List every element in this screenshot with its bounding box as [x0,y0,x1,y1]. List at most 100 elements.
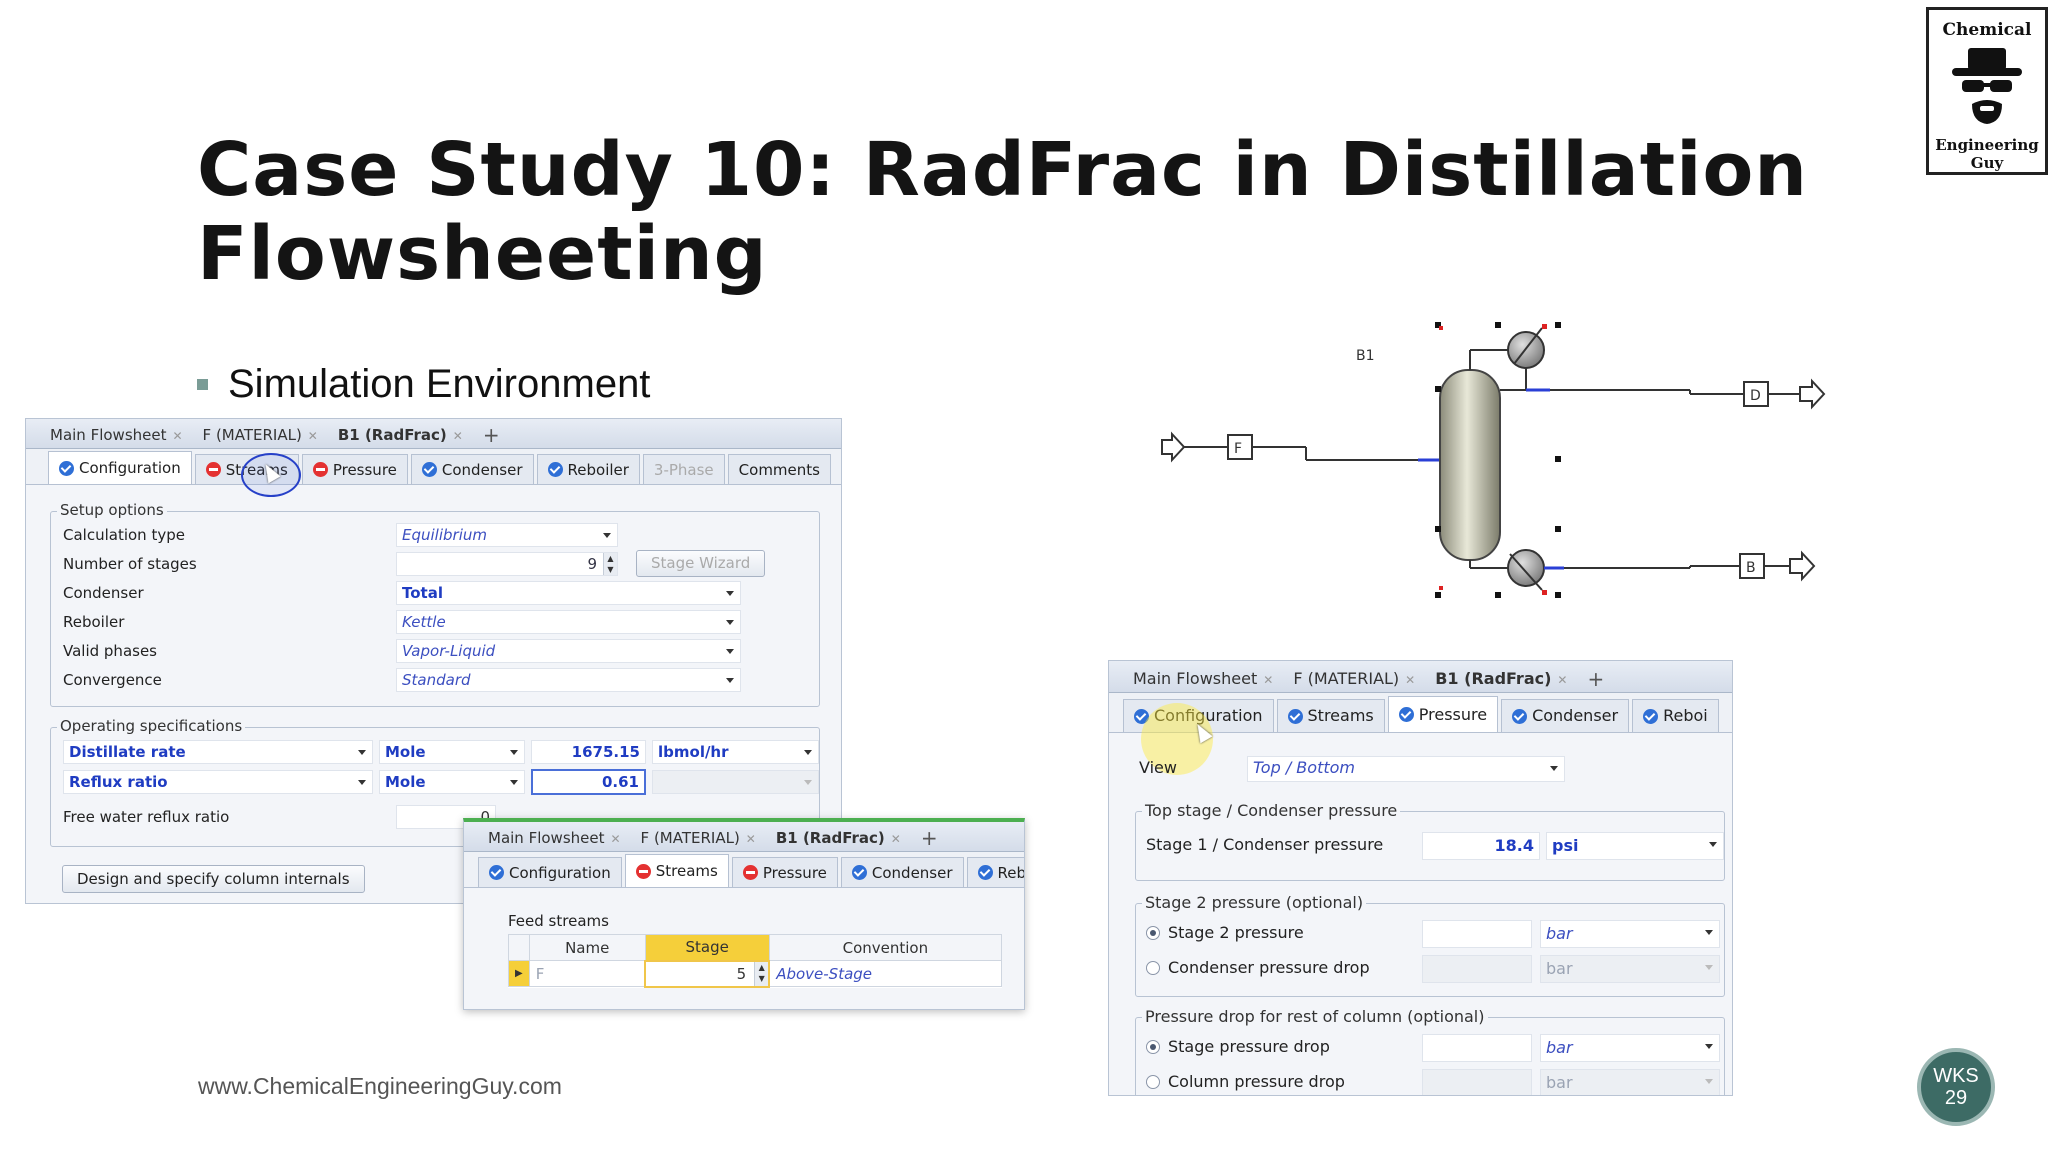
stage-value: 5 [736,964,747,983]
convergence-select[interactable]: Standard [396,668,741,692]
add-tab-button[interactable]: + [920,826,938,850]
chevron-down-icon [1550,766,1558,771]
tab-pressure[interactable]: Pressure [301,454,408,484]
cell-convention[interactable]: Above-Stage [768,960,1003,987]
view-select[interactable]: Top / Bottom [1247,756,1565,782]
tab-label: Reboil [997,863,1025,882]
stage2-pressure-radio[interactable] [1146,926,1160,940]
doc-tab-main-flowsheet[interactable]: Main Flowsheet✕ [40,422,193,448]
doc-tab-main-flowsheet[interactable]: Main Flowsheet✕ [478,825,631,851]
tab-reboiler[interactable]: Reboil [966,857,1025,887]
spec2-units-select[interactable] [652,770,819,794]
stage1-units-select[interactable]: psi [1546,832,1724,860]
stage2-units-select[interactable]: bar [1540,920,1720,948]
radfrac-pressure-window: Main Flowsheet✕ F (MATERIAL) ✕ B1 (RadFra… [1108,660,1733,1096]
doc-tab-main-flowsheet[interactable]: Main Flowsheet✕ [1123,666,1283,692]
close-icon[interactable]: ✕ [307,429,318,443]
doc-tab-f-material[interactable]: F (MATERIAL)✕ [631,825,766,851]
tab-reboiler[interactable]: Reboiler [536,454,640,484]
spec2-name-select[interactable]: Reflux ratio [63,770,373,794]
condenser-drop-units-select[interactable]: bar [1540,955,1720,983]
spec1-name-select[interactable]: Distillate rate [63,740,373,764]
check-icon [1512,708,1528,724]
close-icon[interactable]: ✕ [1405,673,1416,687]
add-tab-button[interactable]: + [1587,667,1605,691]
tab-3-phase[interactable]: 3-Phase [642,454,725,484]
tab-configuration[interactable]: Configuration [1123,699,1274,732]
spin-arrows-icon[interactable]: ▲▼ [754,961,769,986]
spec1-value-input[interactable]: 1675.15 [531,740,646,764]
column-header-name[interactable]: Name [528,934,646,961]
doc-tab-f-material[interactable]: F (MATERIAL) ✕ [1283,666,1425,692]
error-icon [205,462,221,477]
doc-tab-f-material[interactable]: F (MATERIAL)✕ [193,422,328,448]
spec1-units-select[interactable]: lbmol/hr [652,740,819,764]
row-selector-icon[interactable]: ▶ [508,960,530,987]
form-tabs: Configuration Streams Pressure Condenser… [464,852,1024,888]
column-drop-input[interactable] [1422,1069,1532,1095]
doc-tab-b1-radfrac[interactable]: B1 (RadFrac)✕ [328,422,473,448]
calc-type-select[interactable]: Equilibrium [396,523,618,547]
stage-drop-units-select[interactable]: bar [1540,1034,1720,1062]
column-header-convention[interactable]: Convention [768,934,1003,961]
close-icon[interactable]: ✕ [1263,673,1274,687]
stages-stepper[interactable]: 9▲▼ [396,552,618,576]
tab-pressure[interactable]: Pressure [1387,696,1499,732]
condenser-select[interactable]: Total [396,581,741,605]
close-icon[interactable]: ✕ [610,832,621,846]
column-drop-units-select[interactable]: bar [1540,1069,1720,1095]
table-row[interactable]: ▶ F 5 ▲▼ Above-Stage [508,959,1003,988]
reboiler-icon [1507,549,1545,587]
spec1-basis-select[interactable]: Mole [379,740,525,764]
tab-label: Comments [738,460,820,479]
feed-stream-label: F [1234,441,1242,457]
column-header-stage[interactable]: Stage [644,934,770,961]
chevron-down-icon [603,533,611,538]
spec2-basis-select[interactable]: Mole [379,770,525,794]
tab-pressure[interactable]: Pressure [731,857,838,887]
close-icon[interactable]: ✕ [452,429,463,443]
close-icon[interactable]: ✕ [1557,673,1568,687]
design-internals-button[interactable]: Design and specify column internals [62,865,365,893]
condenser-drop-input[interactable] [1422,955,1532,983]
stage-wizard-button[interactable]: Stage Wizard [636,550,766,577]
close-icon[interactable]: ✕ [890,832,901,846]
distillation-column [1439,369,1501,561]
tab-condenser[interactable]: Condenser [840,857,964,887]
stage-drop-input[interactable] [1422,1034,1532,1062]
tab-condenser[interactable]: Condenser [1501,699,1630,732]
condenser-drop-radio[interactable] [1146,961,1160,975]
tab-reboiler[interactable]: Reboi [1632,699,1719,732]
tab-configuration[interactable]: Configuration [48,451,192,484]
group-title: Stage 2 pressure (optional) [1142,893,1367,912]
cell-name[interactable]: F [528,960,646,987]
close-icon[interactable]: ✕ [172,429,183,443]
reboiler-select[interactable]: Kettle [396,610,741,634]
valid-phases-select[interactable]: Vapor-Liquid [396,639,741,663]
select-value: Kettle [402,613,446,631]
tab-configuration[interactable]: Configuration [478,857,622,887]
document-tabs: Main Flowsheet✕ F (MATERIAL)✕ B1 (RadFra… [26,419,841,449]
select-value: psi [1552,836,1579,855]
doc-tab-b1-radfrac[interactable]: B1 (RadFrac)✕ [1425,666,1577,692]
tab-streams[interactable]: Streams [624,854,729,887]
tab-condenser[interactable]: Condenser [410,454,534,484]
doc-tab-label: F (MATERIAL) [1293,669,1400,688]
page-badge-label: WKS [1933,1065,1979,1087]
spin-arrows-icon[interactable]: ▲▼ [603,553,617,575]
tab-label: Reboi [1663,706,1708,725]
add-tab-button[interactable]: + [482,423,500,447]
cursor-highlight [1141,703,1213,775]
tab-label: Streams [655,862,718,880]
stage1-pressure-input[interactable]: 18.4 [1422,832,1540,860]
cell-stage[interactable]: 5 ▲▼ [644,959,771,988]
column-drop-radio[interactable] [1146,1075,1160,1089]
select-value: lbmol/hr [658,743,729,761]
stage2-pressure-input[interactable] [1422,920,1532,948]
close-icon[interactable]: ✕ [745,832,756,846]
spec2-value-input[interactable]: 0.61 [531,769,646,795]
tab-streams[interactable]: Streams [1276,699,1385,732]
stage-drop-radio[interactable] [1146,1040,1160,1054]
tab-comments[interactable]: Comments [727,454,831,484]
doc-tab-b1-radfrac[interactable]: B1 (RadFrac)✕ [766,825,911,851]
